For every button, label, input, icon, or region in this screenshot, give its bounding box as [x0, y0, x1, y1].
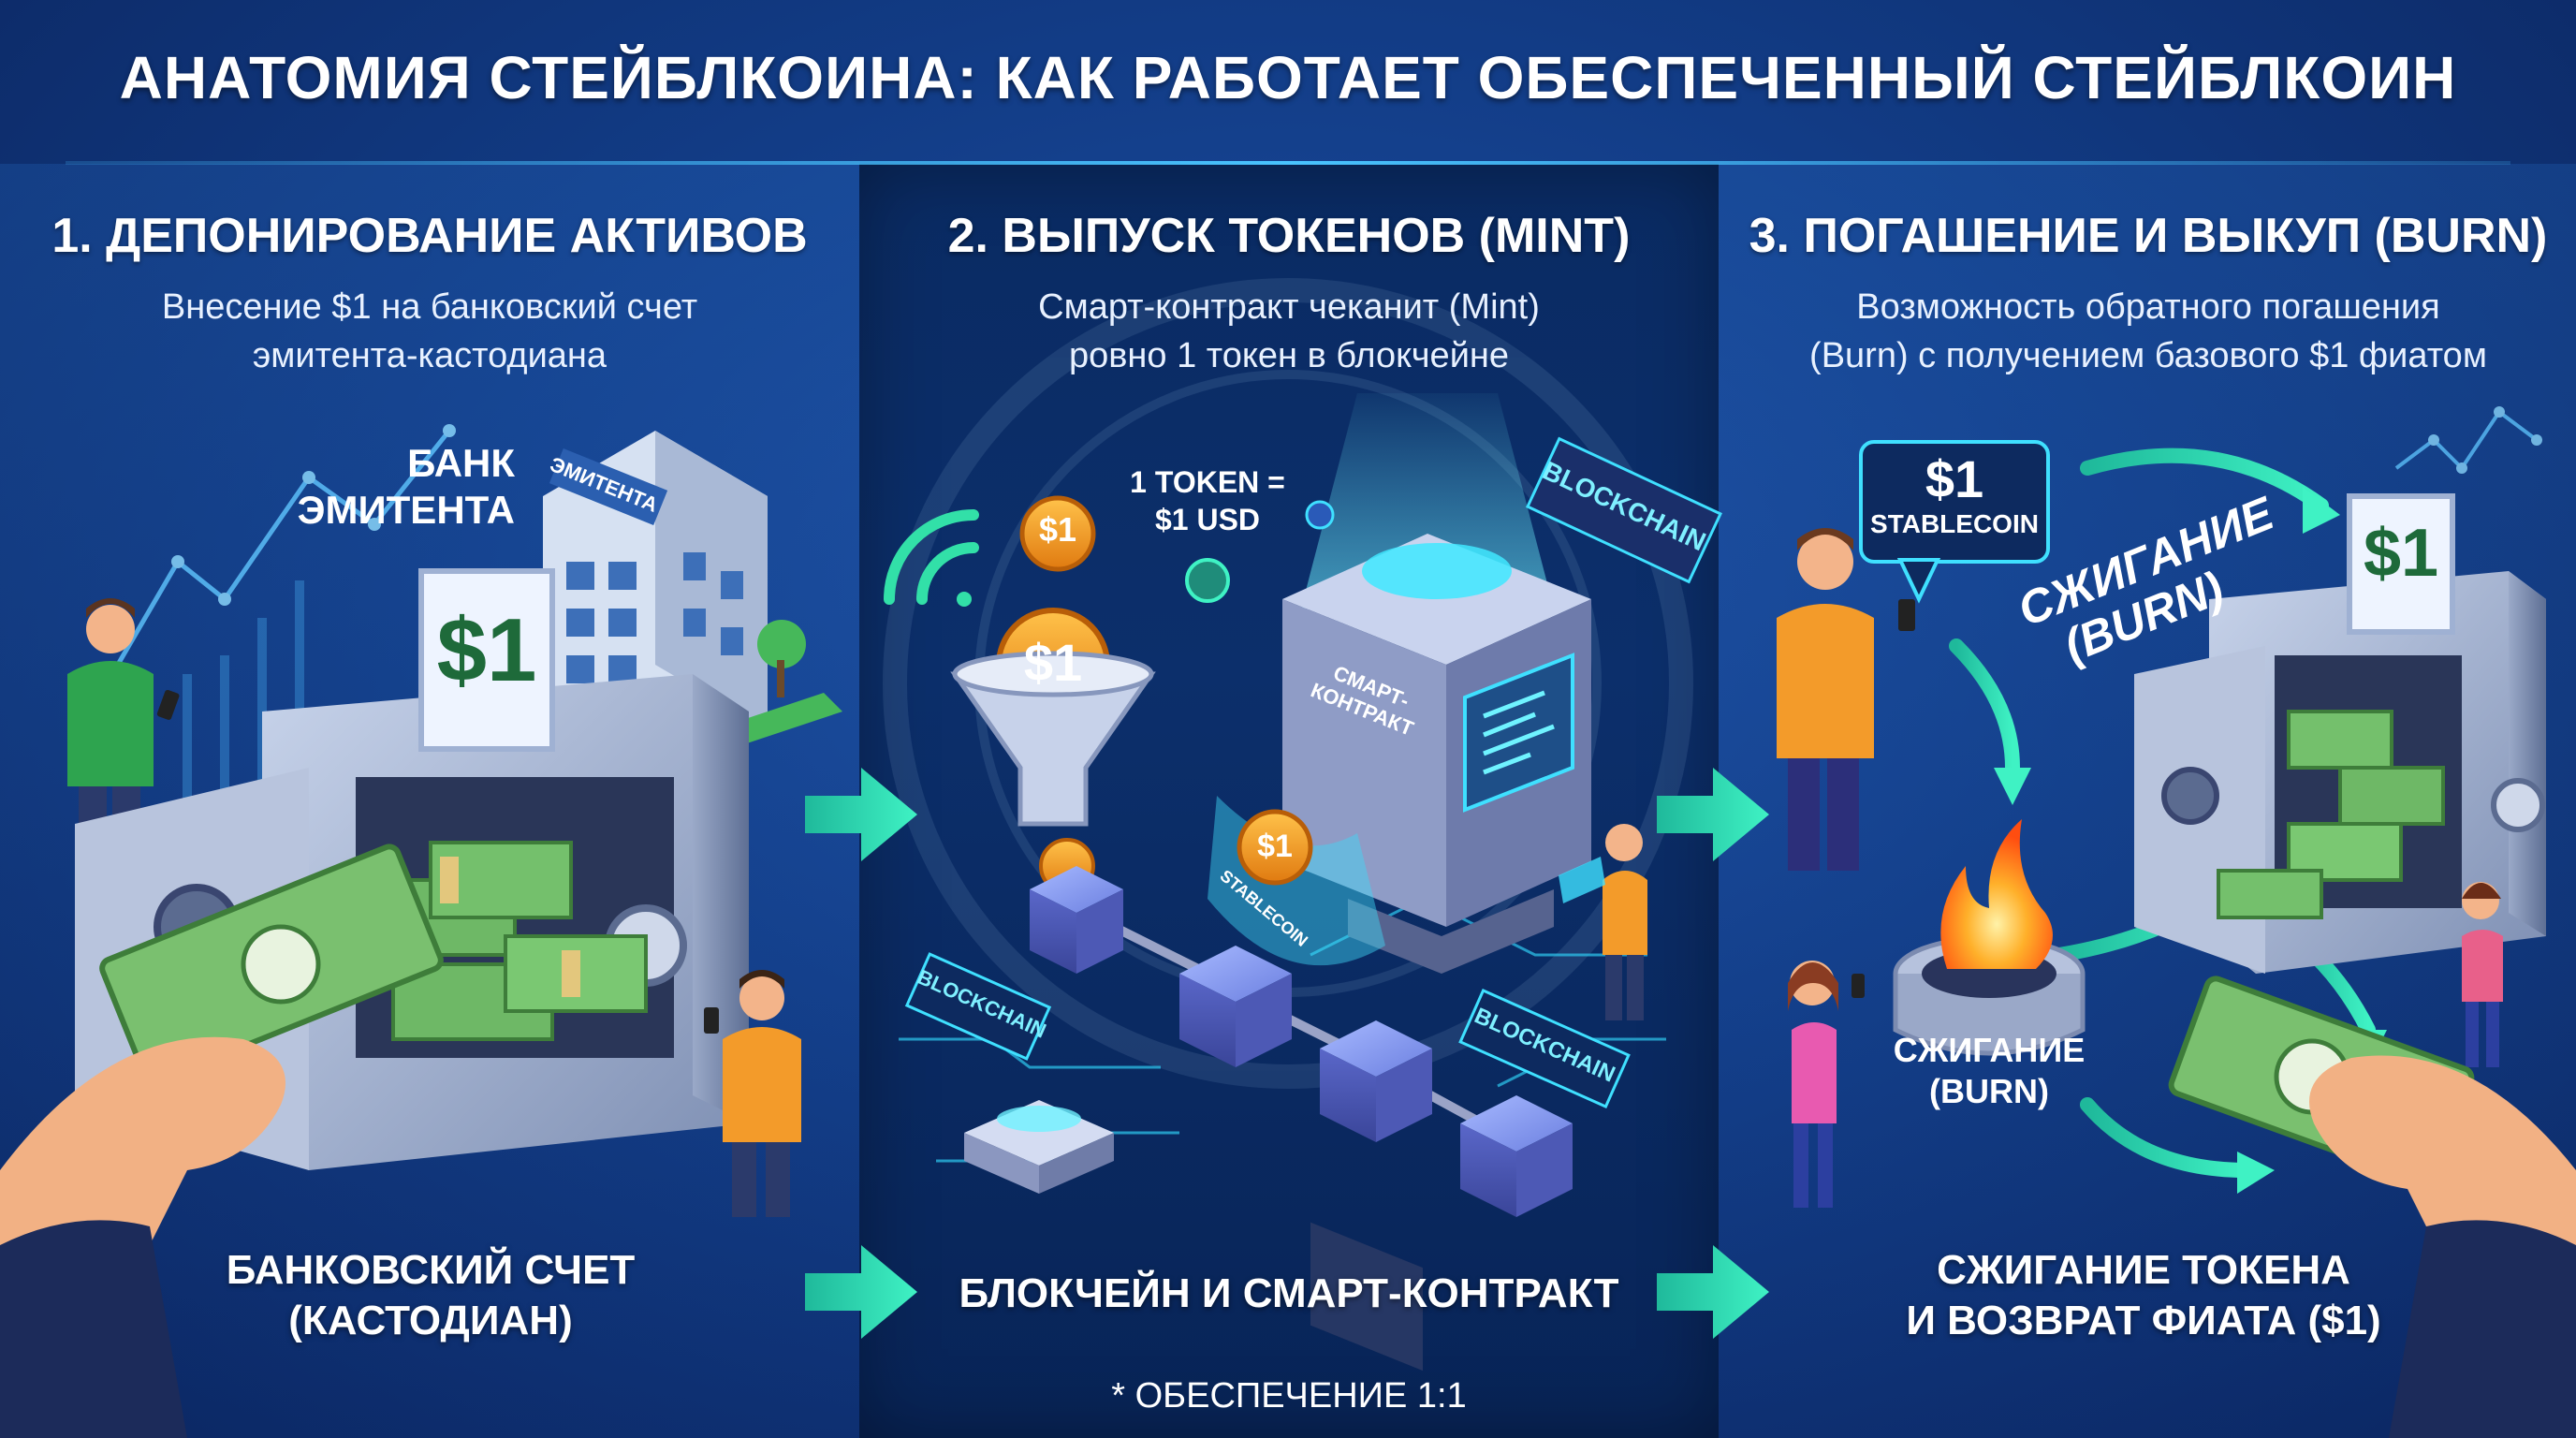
- section-3-description: Возможность обратного погашения (Burn) с…: [1719, 283, 2576, 380]
- arrow-right-icon: [1657, 768, 1769, 861]
- money-stacks-icon: [2217, 710, 2445, 919]
- section-3-desc-line1: Возможность обратного погашения: [1856, 287, 2440, 327]
- person-engineer-icon: [1559, 824, 1647, 1020]
- growth-chart-icon: [2394, 406, 2542, 474]
- person-operator-icon: [704, 970, 801, 1217]
- section-1-desc-line2: эмитента-кастодиана: [252, 336, 607, 375]
- burn-label-line1: СЖИГАНИЕ: [1893, 1031, 2086, 1069]
- bank-label-line1: БАНК: [407, 441, 515, 485]
- section-2-desc-line1: Смарт-контракт чеканит (Mint): [1038, 287, 1540, 327]
- blockchain-sign-right: [1458, 989, 1631, 1108]
- stream-coin-label: $1: [1257, 829, 1293, 864]
- hand-with-dollar-icon: [2168, 976, 2576, 1438]
- section-3-caption-line1: СЖИГАНИЕ ТОКЕНА: [1937, 1247, 2350, 1293]
- bank-safe-icon: [2134, 493, 2546, 974]
- safe-sign-amount: $1: [436, 600, 537, 700]
- stablecoin-bubble: $1 STABLECOIN: [1861, 451, 2048, 541]
- peg-label-line2: $1 USD: [1154, 503, 1261, 536]
- wifi-signal-icon: [884, 509, 979, 607]
- section-3-caption-line2: И ВОЗВРАТ ФИАТА ($1): [1906, 1298, 2381, 1343]
- footnote: * ОБЕСПЕЧЕНИЕ 1:1: [1111, 1376, 1467, 1416]
- smart-contract-machine-icon: [1282, 393, 1591, 1372]
- section-2-desc-line2: ровно 1 токен в блокчейне: [1068, 336, 1510, 375]
- code-screen-icon: [1463, 653, 1574, 813]
- stablecoin-bubble-label: STABLECOIN: [1870, 509, 2039, 538]
- section-3-desc-line2: (Burn) с получением базового $1 фиатом: [1809, 336, 2487, 375]
- person-with-phone-icon: [67, 598, 180, 824]
- blockchain-sign-left: [904, 952, 1052, 1061]
- coin-large-label: $1: [1023, 633, 1083, 692]
- person-woman-icon: [1788, 961, 1865, 1208]
- hand-with-dollar-icon: [0, 844, 444, 1438]
- page-title: АНАТОМИЯ СТЕЙБЛКОИНА: КАК РАБОТАЕТ ОБЕСП…: [119, 44, 2457, 111]
- section-1-caption-line2: (КАСТОДИАН): [288, 1298, 573, 1343]
- coin-icon: [1019, 495, 1096, 572]
- section-1-caption-line1: БАНКОВСКИЙ СЧЕТ: [226, 1247, 636, 1293]
- section-3-caption: СЖИГАНИЕ ТОКЕНА И ВОЗВРАТ ФИАТА ($1): [1872, 1245, 2415, 1346]
- section-1-description: Внесение $1 на банковский счет эмитента-…: [0, 283, 859, 380]
- section-2-heading: 2. ВЫПУСК ТОКЕНОВ (MINT): [947, 209, 1631, 263]
- bank-label-line2: ЭМИТЕНТА: [297, 488, 515, 532]
- arrow-right-icon: [805, 1245, 917, 1339]
- token-icon: [1185, 500, 1335, 603]
- peg-label-line1: 1 TOKEN =: [1130, 465, 1285, 499]
- speech-bubble-icon: [1859, 440, 2050, 604]
- person-with-phone-icon: [1777, 528, 1915, 871]
- blockchain-sign-top: [1526, 436, 1722, 584]
- bank-label: БАНК ЭМИТЕНТА: [290, 440, 515, 534]
- arrow-right-icon: [1657, 1245, 1769, 1339]
- bank-building-icon: [543, 431, 842, 749]
- stablecoin-bubble-amount: $1: [1925, 449, 1984, 508]
- blockchain-chain-icon: [1030, 866, 1573, 1217]
- section-2-description: Смарт-контракт чеканит (Mint) ровно 1 то…: [859, 283, 1719, 380]
- section-2-caption: БЛОКЧЕЙН И СМАРТ-КОНТРАКТ: [959, 1270, 1619, 1316]
- section-1-caption: БАНКОВСКИЙ СЧЕТ (КАСТОДИАН): [178, 1245, 683, 1346]
- burn-label: СЖИГАНИЕ (BURN): [1867, 1030, 2111, 1112]
- section-1-heading: 1. ДЕПОНИРОВАНИЕ АКТИВОВ: [51, 209, 808, 263]
- section-1-desc-line1: Внесение $1 на банковский счет: [161, 287, 698, 327]
- burn-label-line2: (BURN): [1929, 1072, 2049, 1110]
- arrow-right-icon: [805, 768, 917, 861]
- coin-label: $1: [1038, 510, 1077, 549]
- stablecoin-stream-icon: [1208, 796, 1385, 966]
- burner-fire-icon: [1893, 819, 2086, 1056]
- title-divider: [66, 161, 2510, 165]
- safe-sign-amount-right: $1: [2363, 516, 2439, 591]
- blockchain-node-icon: [964, 1100, 1114, 1194]
- peg-label: 1 TOKEN = $1 USD: [1105, 463, 1310, 538]
- funnel-icon: [950, 651, 1156, 827]
- section-3-heading: 3. ПОГАШЕНИЕ И ВЫКУП (BURN): [1749, 209, 2548, 263]
- person-woman-icon: [2462, 882, 2503, 1067]
